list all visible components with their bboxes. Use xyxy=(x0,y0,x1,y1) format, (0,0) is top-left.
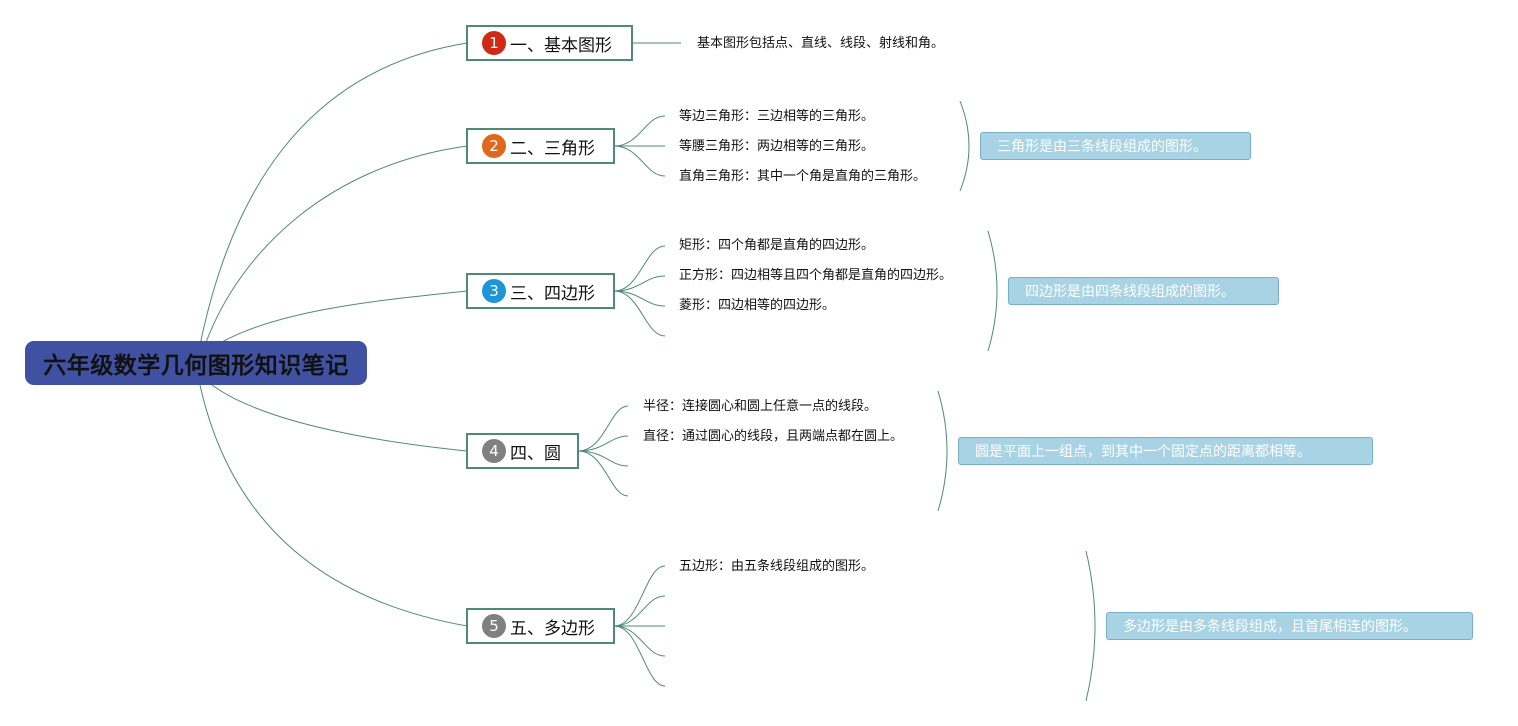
leaf-right-triangle[interactable]: 直角三角形：其中一个角是直角的三角形。 xyxy=(679,169,927,184)
branch-title: 四、圆 xyxy=(510,443,561,464)
leaf-rhombus[interactable]: 菱形：四边相等的四边形。 xyxy=(679,298,836,313)
number-4-icon: 4 xyxy=(482,439,506,463)
branch-circle[interactable]: 4 四、圆 xyxy=(466,433,579,469)
root-topic[interactable]: 六年级数学几何图形知识笔记 xyxy=(25,341,367,385)
leaf-diameter[interactable]: 直径：通过圆心的线段，且两端点都在圆上。 xyxy=(643,429,904,444)
number-2-icon: 2 xyxy=(482,134,506,158)
leaf-rectangle[interactable]: 矩形：四个角都是直角的四边形。 xyxy=(679,238,875,253)
leaf-square[interactable]: 正方形：四边相等且四个角都是直角的四边形。 xyxy=(679,268,953,283)
branch-title: 二、三角形 xyxy=(510,138,595,159)
summary-circle[interactable]: 圆是平面上一组点，到其中一个固定点的距离都相等。 xyxy=(958,437,1373,465)
number-1-icon: 1 xyxy=(482,31,506,55)
branch-title: 三、四边形 xyxy=(510,283,595,304)
branch-basic-shapes[interactable]: 1 一、基本图形 xyxy=(466,25,633,61)
summary-quadrilateral[interactable]: 四边形是由四条线段组成的图形。 xyxy=(1008,277,1279,305)
summary-triangle[interactable]: 三角形是由三条线段组成的图形。 xyxy=(980,132,1251,160)
leaf-equilateral-triangle[interactable]: 等边三角形：三边相等的三角形。 xyxy=(679,109,875,124)
leaf-isosceles-triangle[interactable]: 等腰三角形：两边相等的三角形。 xyxy=(679,139,875,154)
branch-title: 一、基本图形 xyxy=(510,35,612,56)
leaf-pentagon[interactable]: 五边形：由五条线段组成的图形。 xyxy=(679,559,875,574)
leaf-basic-shapes[interactable]: 基本图形包括点、直线、线段、射线和角。 xyxy=(697,36,945,51)
branch-polygon[interactable]: 5 五、多边形 xyxy=(466,608,615,644)
branch-quadrilateral[interactable]: 3 三、四边形 xyxy=(466,273,615,309)
branch-triangle[interactable]: 2 二、三角形 xyxy=(466,128,615,164)
number-5-icon: 5 xyxy=(482,614,506,638)
summary-polygon[interactable]: 多边形是由多条线段组成，且首尾相连的图形。 xyxy=(1106,612,1473,640)
number-3-icon: 3 xyxy=(482,279,506,303)
leaf-radius[interactable]: 半径：连接圆心和圆上任意一点的线段。 xyxy=(643,399,878,414)
branch-title: 五、多边形 xyxy=(510,618,595,639)
